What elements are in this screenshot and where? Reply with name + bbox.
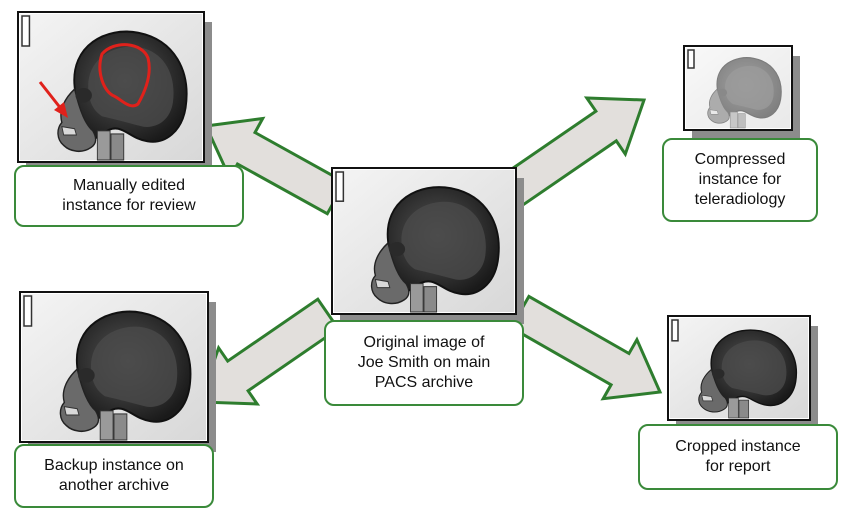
center-node-label: Original image of Joe Smith on main PACS… xyxy=(324,320,524,406)
top-right-xray-image xyxy=(683,45,800,140)
label-line: Cropped instance xyxy=(675,438,801,455)
film-marker xyxy=(671,319,679,342)
bottom-right-node-label: Cropped instance for report xyxy=(638,424,838,490)
arrow-center-to-bottom_right xyxy=(509,294,663,401)
label-line: Backup instance on xyxy=(44,457,184,474)
skull-xray-drawing xyxy=(332,168,516,314)
arrow-center-to-top_right xyxy=(497,96,647,209)
red-arrow-annotation-head xyxy=(54,102,68,118)
label-line: Manually edited xyxy=(72,177,186,194)
region-outline-annotation xyxy=(98,43,151,108)
skull-xray-drawing xyxy=(20,292,208,442)
label-line: Joe Smith on main xyxy=(357,354,491,371)
images-layer xyxy=(17,11,818,452)
skull-xray-drawing xyxy=(685,47,791,129)
top-left-xray-image xyxy=(17,11,212,172)
label-line: PACS archive xyxy=(374,374,474,391)
bottom-left-node-label: Backup instance on another archive xyxy=(14,444,214,508)
film-marker xyxy=(21,15,31,47)
label-line: instance for xyxy=(698,171,782,188)
label-line: for report xyxy=(705,458,771,475)
film-marker xyxy=(687,49,695,69)
skull-xray-drawing xyxy=(669,317,809,419)
label-line: instance for review xyxy=(62,197,196,214)
red-arrow-annotation-shaft xyxy=(38,81,64,111)
film-marker xyxy=(335,171,345,202)
label-line: another archive xyxy=(58,477,170,494)
bottom-left-xray-image xyxy=(19,291,216,452)
arrow-center-to-top_left xyxy=(203,116,347,216)
top-left-node-label: Manually edited instance for review xyxy=(14,165,244,227)
label-line: teleradiology xyxy=(694,191,786,208)
label-line: Original image of xyxy=(363,334,485,351)
label-line: Compressed xyxy=(694,151,786,168)
center-xray-image xyxy=(331,167,524,324)
arrows-layer xyxy=(197,96,663,406)
arrow-center-to-bottom_left xyxy=(197,297,341,406)
bottom-right-xray-image xyxy=(667,315,818,430)
top-right-node-label: Compressed instance for teleradiology xyxy=(662,138,818,222)
skull-xray-drawing xyxy=(18,12,204,162)
film-marker xyxy=(23,295,33,327)
